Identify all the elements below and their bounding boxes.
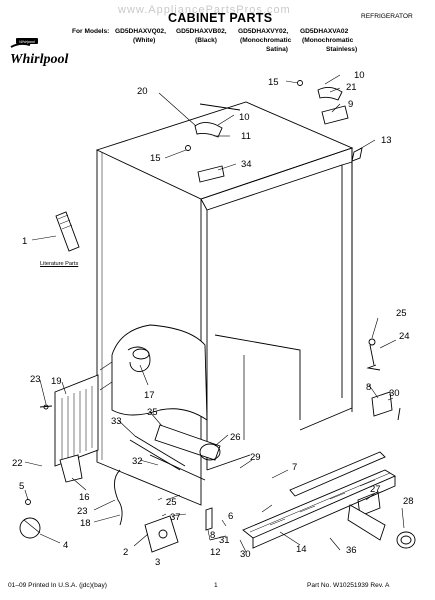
page-number: 1	[214, 582, 218, 589]
wire-harness	[99, 324, 208, 421]
roller-assembly	[347, 491, 416, 549]
callout-number: 14	[296, 544, 307, 555]
callout-number: 15	[150, 153, 161, 164]
lower-hinge-right	[366, 338, 401, 421]
callout-number: 20	[137, 86, 148, 97]
cabinet-body	[95, 101, 354, 506]
callout-number: 18	[80, 518, 91, 529]
model-variant: (Monochromatic	[302, 37, 354, 44]
callout-number: 25	[166, 497, 177, 508]
literature-booklet	[55, 211, 80, 252]
callout-number: 30	[240, 549, 251, 560]
callout-number: 8	[366, 382, 371, 393]
whirlpool-logo: Whirlpool Whirlpool	[10, 38, 68, 67]
callout-number: 36	[346, 545, 357, 556]
print-info: 01–09 Printed In U.S.A. (jdc)(bay)	[8, 582, 107, 589]
callout-number: 10	[354, 70, 365, 81]
callout-number: 2	[123, 547, 128, 558]
callout-number: 6	[228, 511, 233, 522]
callout-number: 33	[111, 416, 122, 427]
callout-number: 34	[241, 159, 252, 170]
callout-number: 37	[170, 512, 181, 523]
callout-number: 3	[155, 557, 160, 568]
callout-number: 9	[348, 99, 353, 110]
watermark: www.AppliancePartsPros.com	[118, 4, 291, 16]
model-number: GD5DHAXVB02,	[176, 28, 227, 35]
condenser-tube	[114, 424, 221, 526]
model-number: GD5DHAXVY02,	[238, 28, 289, 35]
callout-number: 23	[30, 374, 41, 385]
callout-number: 25	[396, 308, 407, 319]
callout-number: 10	[239, 112, 250, 123]
models-label: For Models:	[72, 28, 110, 35]
callout-number: 13	[381, 135, 392, 146]
page-title: CABINET PARTS	[168, 11, 273, 25]
model-variant: (White)	[133, 37, 156, 44]
hinge-assemblies	[19, 454, 227, 553]
callout-number: 21	[346, 82, 357, 93]
literature-parts-label: Literature Parts	[40, 261, 79, 267]
logo-text: Whirlpool	[10, 52, 68, 67]
callout-number: 32	[132, 456, 143, 467]
callout-number: 28	[403, 496, 414, 507]
callout-number: 22	[12, 458, 23, 469]
side-vent-panel	[39, 374, 99, 467]
callout-number: 29	[250, 452, 261, 463]
callout-number: 19	[51, 376, 62, 387]
callout-number: 31	[219, 535, 230, 546]
callout-number: 17	[144, 390, 155, 401]
callout-number: 1	[22, 236, 27, 247]
toe-grille	[242, 451, 396, 549]
callout-number: 16	[79, 492, 90, 503]
callout-number: 5	[19, 481, 24, 492]
callout-number: 27	[370, 484, 381, 495]
callout-number: 8	[210, 530, 215, 541]
top-hinge-right	[297, 80, 363, 162]
top-hinge-left	[185, 122, 225, 183]
callout-number: 30	[389, 388, 400, 399]
callout-number: 23	[77, 506, 88, 517]
model-number: GD5DHAXVA02	[300, 28, 349, 35]
callout-number: 26	[230, 432, 241, 443]
callout-number: 15	[268, 77, 279, 88]
model-number: GD5DHAXVQ02,	[115, 28, 166, 35]
model-variant: (Black)	[195, 37, 217, 44]
callout-number: 7	[292, 462, 297, 473]
category-label: REFRIGERATOR	[361, 13, 413, 20]
model-variant: (Monochromatic	[240, 37, 292, 44]
leader-lines	[24, 74, 405, 553]
callout-labels: 1 2 3 4 5 6 7 8 8 9 10 10 11 12 13 14 15…	[12, 70, 414, 568]
part-number: Part No. W10251939 Rev. A	[307, 582, 390, 589]
callout-number: 12	[210, 547, 221, 558]
callout-number: 11	[241, 131, 251, 142]
callout-number: 35	[147, 407, 158, 418]
callout-number: 24	[399, 331, 410, 342]
model-variant: Stainless)	[326, 46, 358, 53]
model-variant: Satina)	[266, 46, 288, 53]
logo-badge-text: Whirlpool	[19, 40, 35, 44]
callout-number: 4	[63, 540, 68, 551]
